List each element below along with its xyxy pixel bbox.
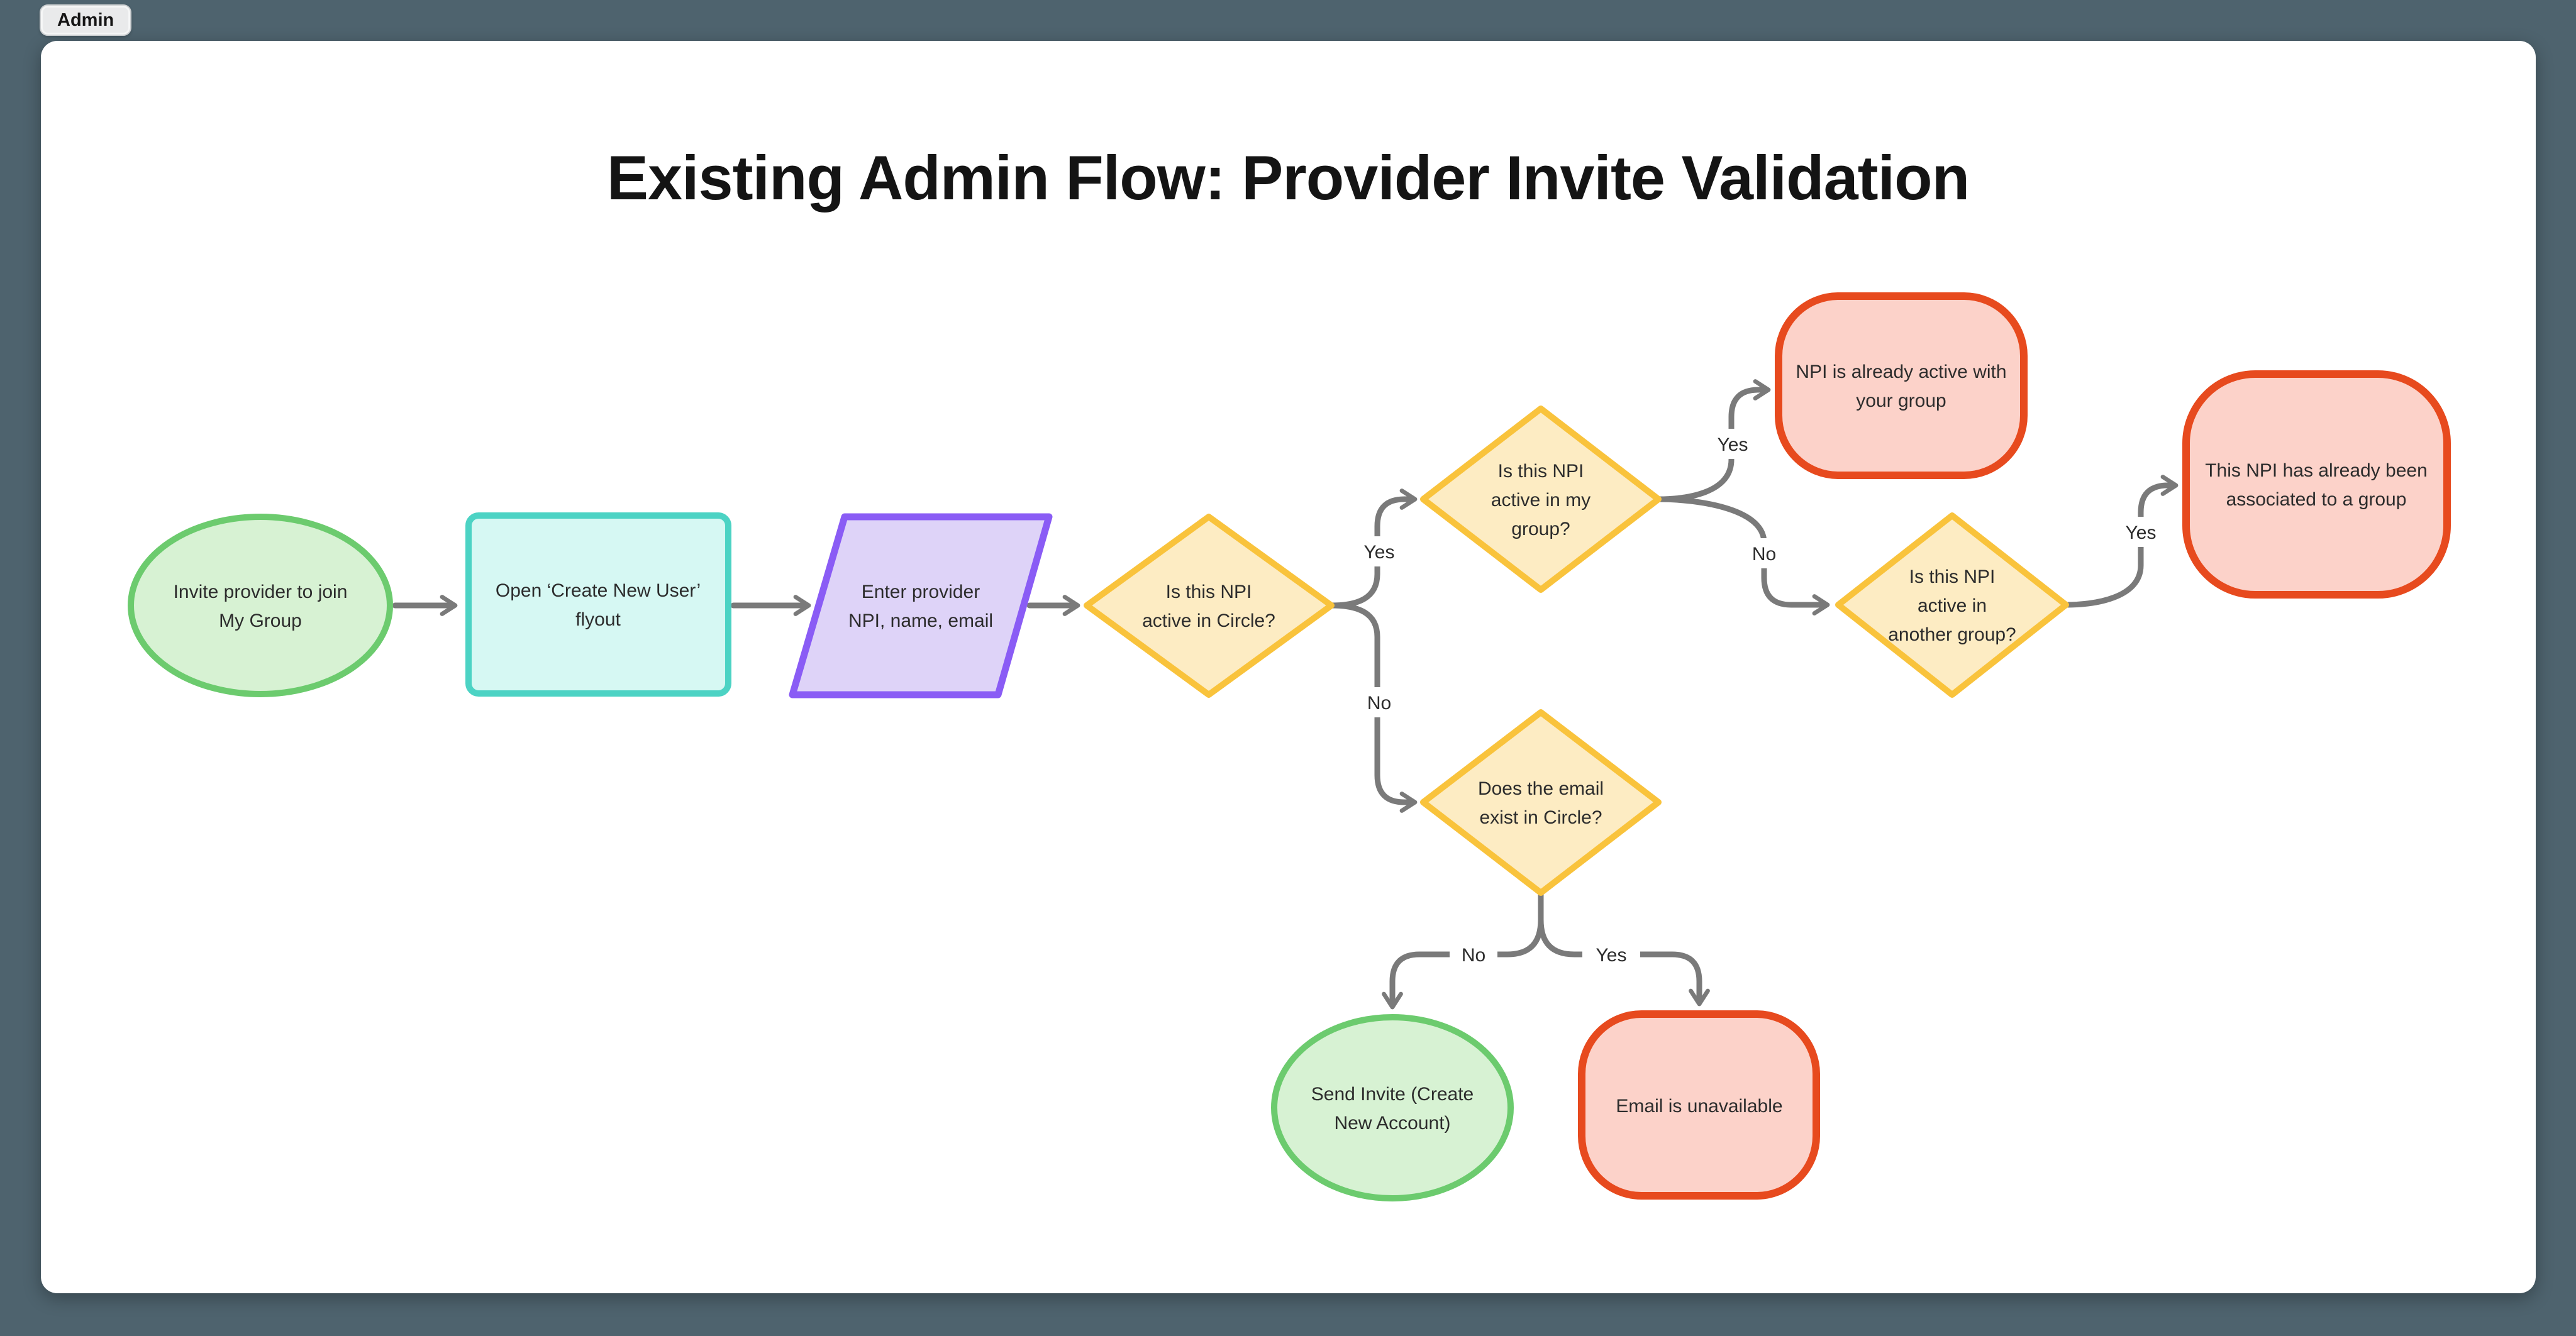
label-bg xyxy=(1355,687,1403,717)
node-npi-associated[interactable]: This NPI has already been associated to … xyxy=(2182,370,2451,599)
admin-tab[interactable]: Admin xyxy=(40,4,132,36)
flowchart-svg: Existing Admin Flow: Provider Invite Val… xyxy=(128,143,2451,1201)
node-npi-active-circle[interactable]: Is this NPI active in Circle? xyxy=(1084,514,1335,698)
node-label-line: NPI, name, email xyxy=(848,610,993,631)
node-email-unavailable[interactable]: Email is unavailable xyxy=(1578,1010,1820,1200)
node-label-line: Invite provider to join xyxy=(174,582,348,602)
edge-label-mygroup-yes: Yes xyxy=(1718,434,1748,455)
diagram-canvas[interactable]: Existing Admin Flow: Provider Invite Val… xyxy=(41,41,2536,1293)
node-npi-active-my-group[interactable]: Is this NPI active in my group? xyxy=(1420,406,1662,593)
node-send-invite[interactable]: Send Invite (Create New Account) xyxy=(1271,1014,1514,1201)
edge-circle-yes xyxy=(1328,489,1418,609)
label-bg xyxy=(1350,536,1408,566)
node-label-line: Is this NPI xyxy=(1909,566,1996,587)
edge-anothergroup-yes xyxy=(2063,475,2179,608)
node-label-line: Is this NPI xyxy=(1498,461,1584,482)
node-label-line: Does the email xyxy=(1478,778,1604,799)
edge-label-email-yes: Yes xyxy=(1596,945,1627,966)
label-bg xyxy=(1450,939,1497,969)
node-label-line: Enter provider xyxy=(862,582,980,602)
node-label-line: exist in Circle? xyxy=(1479,807,1602,828)
node-enter-provider-info[interactable]: Enter provider NPI, name, email xyxy=(789,513,1053,698)
edge-label-mygroup-no: No xyxy=(1752,544,1776,565)
node-label-line: Send Invite (Create xyxy=(1311,1084,1474,1105)
node-label-line: Is this NPI xyxy=(1166,582,1252,602)
node-open-flyout[interactable]: Open ‘Create New User’ flyout xyxy=(465,512,731,697)
node-email-exists[interactable]: Does the email exist in Circle? xyxy=(1420,709,1662,896)
node-label-line: Email is unavailable xyxy=(1616,1096,1782,1117)
edge-circle-no xyxy=(1328,602,1418,813)
page-title: Existing Admin Flow: Provider Invite Val… xyxy=(607,143,1969,213)
node-npi-active-another-group[interactable]: Is this NPI active in another group? xyxy=(1835,512,2069,698)
label-bg xyxy=(2112,517,2170,547)
node-label-line: flyout xyxy=(575,609,621,630)
label-bg xyxy=(1582,939,1640,969)
node-label-line: active in xyxy=(1918,595,1987,616)
node-label-line: NPI is already active with xyxy=(1796,362,2006,382)
node-invite-provider[interactable]: Invite provider to join My Group xyxy=(128,514,393,697)
node-label-line: My Group xyxy=(219,610,302,631)
label-bg xyxy=(1740,538,1788,568)
node-label-line: another group? xyxy=(1888,624,2016,645)
edge-label-anothergroup-yes: Yes xyxy=(2126,522,2157,543)
edge-label-circle-no: No xyxy=(1367,693,1391,714)
edge-label-circle-yes: Yes xyxy=(1364,542,1395,563)
node-label-line: New Account) xyxy=(1334,1113,1450,1134)
node-npi-already-active[interactable]: NPI is already active with your group xyxy=(1775,292,2028,479)
node-label-line: group? xyxy=(1511,519,1570,539)
node-label-line: your group xyxy=(1856,390,1946,411)
label-bg xyxy=(1704,429,1762,459)
node-label-line: Open ‘Create New User’ xyxy=(496,580,701,601)
edge-email-no xyxy=(1382,890,1544,1010)
edge-mygroup-no xyxy=(1655,496,1830,616)
node-label-line: active in Circle? xyxy=(1142,610,1275,631)
node-label-line: This NPI has already been xyxy=(2205,460,2428,481)
edge-mygroup-yes xyxy=(1655,379,1771,502)
edge-label-email-no: No xyxy=(1462,945,1485,966)
node-label-line: associated to a group xyxy=(2226,489,2407,510)
node-label-line: active in my xyxy=(1491,490,1591,511)
